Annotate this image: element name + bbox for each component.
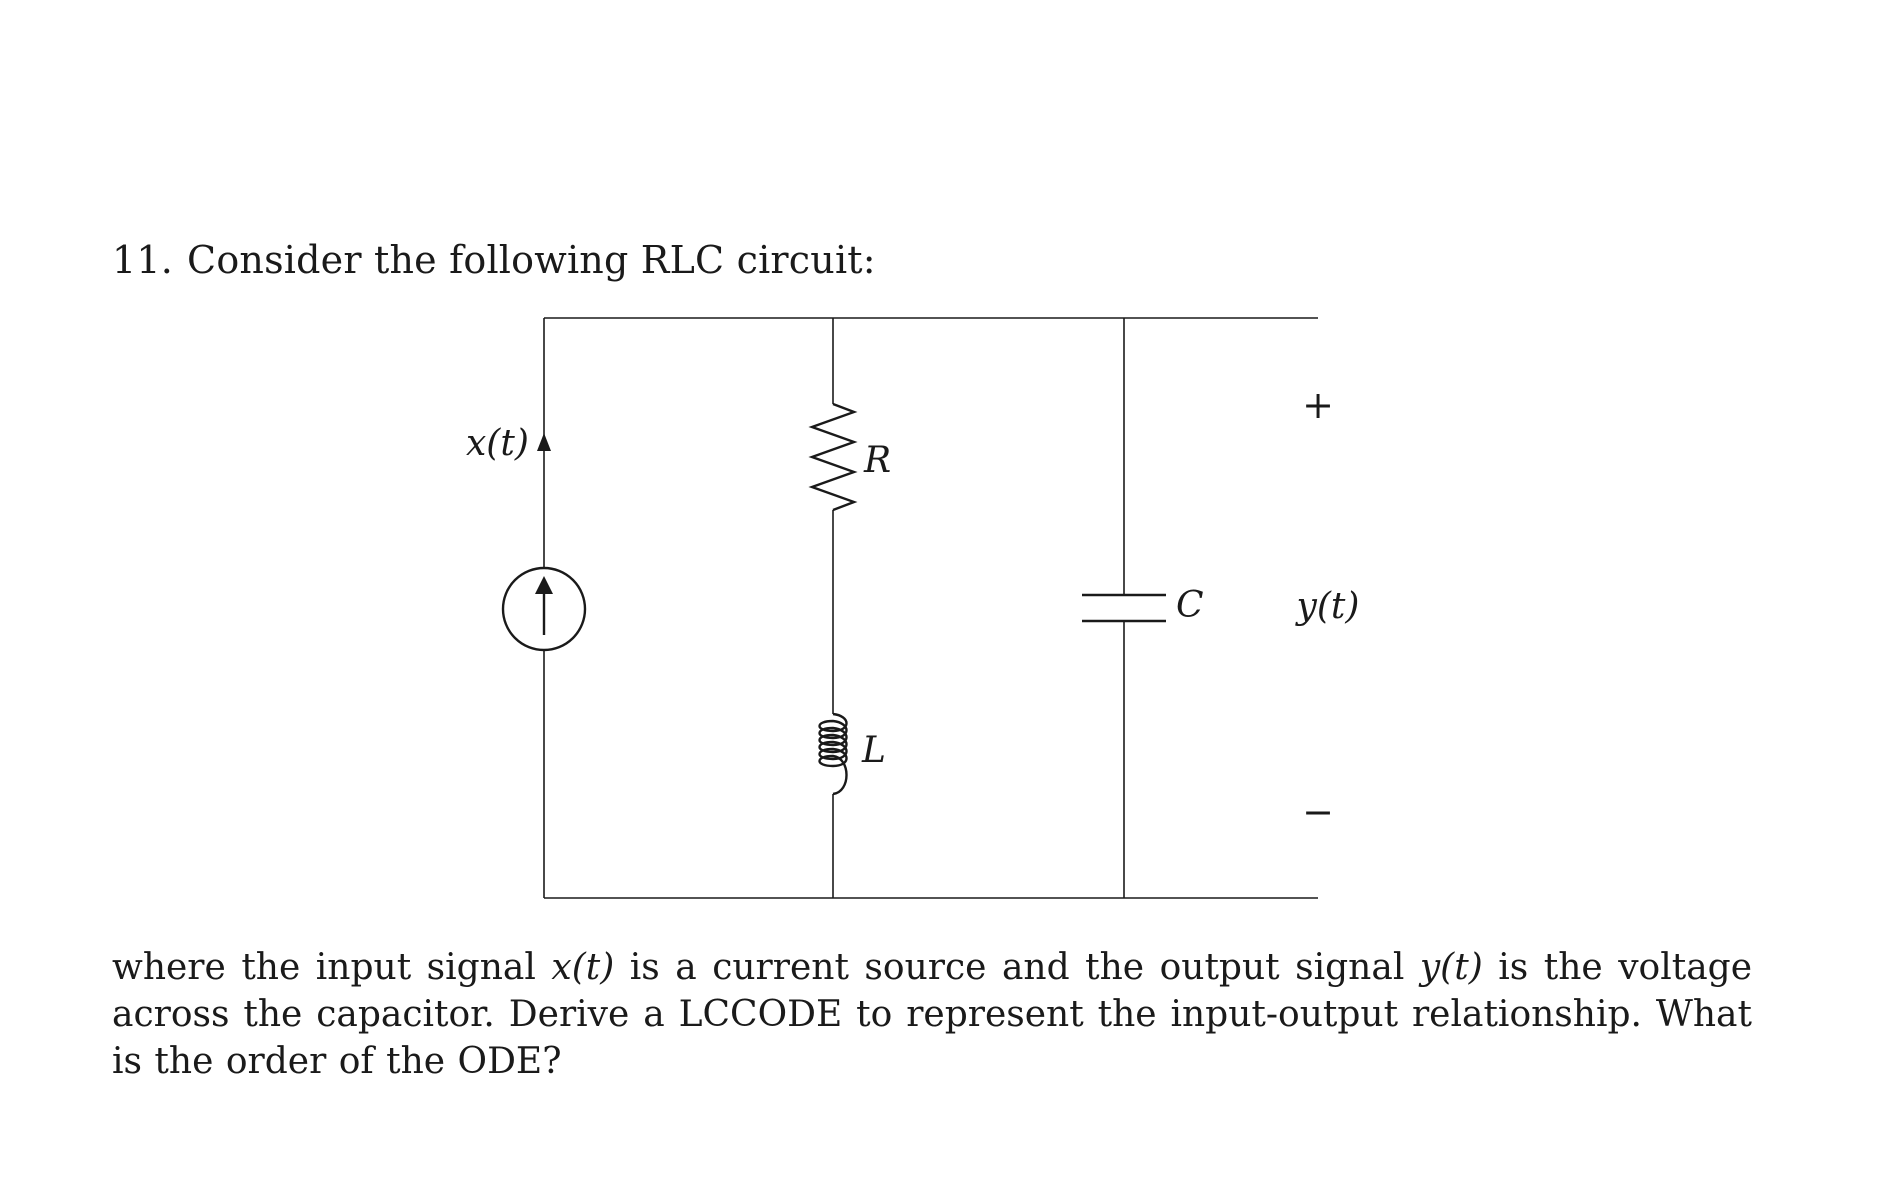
body-text: is the voltage across the capacitor. Der… xyxy=(112,947,1753,1082)
inline-math: x(t) xyxy=(551,947,615,988)
output-plus-sign: + xyxy=(1302,383,1334,427)
output-label: y(t) xyxy=(1295,586,1360,627)
inductor-symbol xyxy=(818,712,848,796)
output-minus-sign: − xyxy=(1302,790,1334,834)
current-direction-arrowhead xyxy=(537,433,551,451)
resistor-symbol xyxy=(808,402,858,512)
problem-heading: 11. Consider the following RLC circuit: xyxy=(112,238,876,282)
inductor-label: L xyxy=(861,730,886,771)
problem-body: where the input signal x(t) is a current… xyxy=(112,944,1752,1085)
source-label: x(t) xyxy=(466,423,529,464)
current-source-symbol xyxy=(501,566,587,652)
inline-math: y(t) xyxy=(1419,947,1483,988)
body-text: is a current source and the output signa… xyxy=(614,947,1420,988)
capacitor-label: C xyxy=(1176,585,1204,626)
body-text: where the input signal xyxy=(112,947,552,988)
resistor-label: R xyxy=(863,440,891,481)
current-source-arrowhead xyxy=(535,576,553,594)
problem-number: 11. xyxy=(112,238,174,282)
current-source-circle xyxy=(501,566,587,652)
problem-prompt: Consider the following RLC circuit: xyxy=(187,238,876,282)
